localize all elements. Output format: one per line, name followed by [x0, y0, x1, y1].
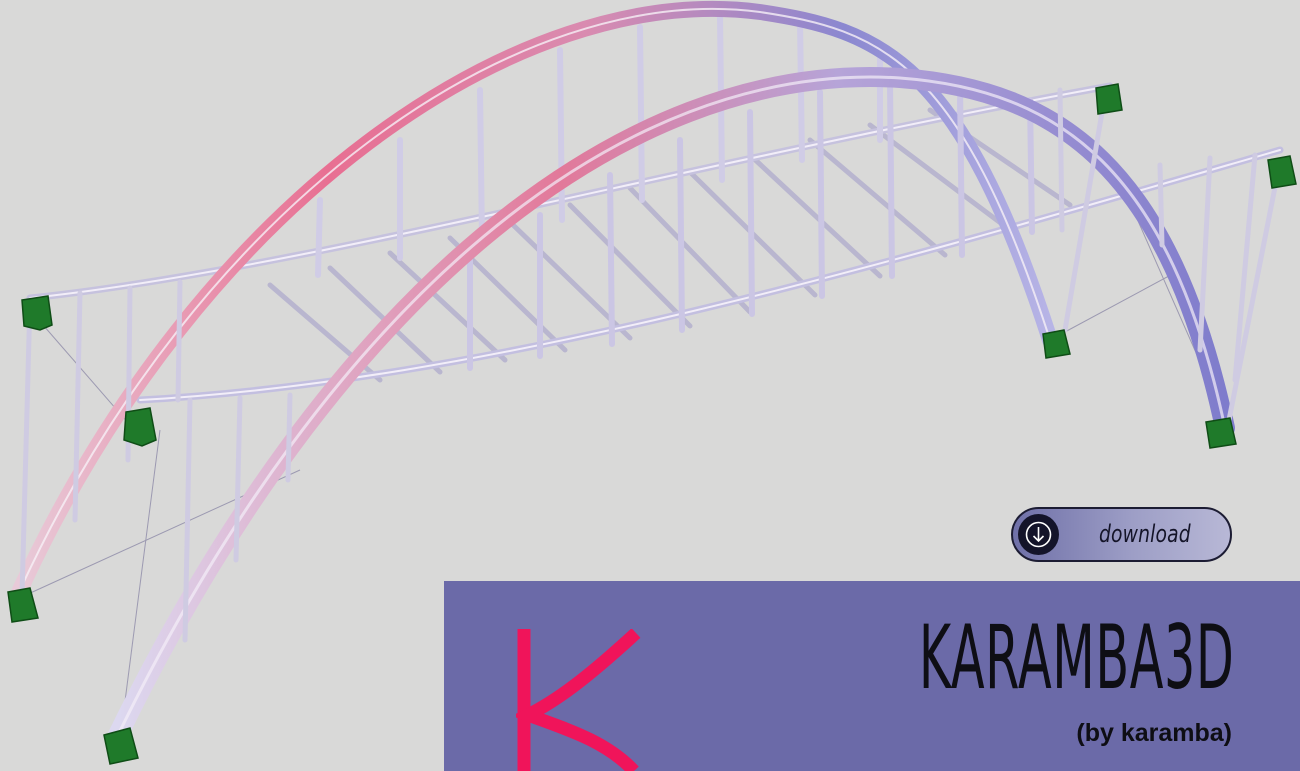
back-arch	[12, 0, 1058, 598]
right-side-hangers	[1057, 87, 1281, 428]
brand-subtitle: (by karamba)	[1076, 719, 1232, 747]
brand-title: KARAMBA3D	[918, 606, 1234, 709]
support-left-arch-front	[103, 727, 139, 765]
download-label: download	[1099, 520, 1191, 548]
support-right-deck-front	[1267, 155, 1297, 189]
support-right-arch-front	[1205, 417, 1237, 449]
supports	[7, 83, 1297, 765]
arrow-down-icon	[1025, 521, 1052, 548]
support-left-deck-back	[21, 295, 53, 331]
support-left-arch-back	[7, 587, 39, 623]
front-arch-hangers	[467, 79, 1035, 371]
support-left-deck-front	[123, 407, 157, 447]
karamba-logo	[516, 629, 641, 771]
support-right-deck-back	[1095, 83, 1123, 115]
download-button[interactable]: download	[1011, 507, 1232, 562]
download-icon-circle	[1018, 514, 1059, 555]
support-right-arch-back	[1042, 329, 1071, 359]
brand-panel: KARAMBA3D (by karamba)	[444, 581, 1300, 771]
